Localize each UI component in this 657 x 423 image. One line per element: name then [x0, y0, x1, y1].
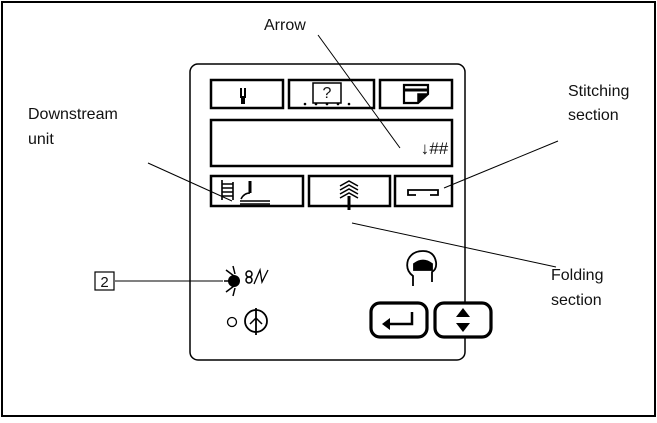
paper-jam-button[interactable] [378, 78, 454, 110]
arrow-leader-line [317, 34, 401, 149]
folding-label-line2: section [551, 292, 602, 309]
help-icon-text: ? [323, 85, 332, 102]
folding-label-line1: Folding [551, 267, 603, 284]
callout-2: 2 [94, 271, 115, 291]
stitching-section-icon [407, 189, 439, 196]
downstream-unit-button[interactable] [209, 174, 305, 208]
display-screen [209, 118, 454, 168]
folding-leader-line [351, 222, 557, 268]
folding-section-button[interactable] [307, 174, 392, 210]
error-indicator-icon [224, 265, 269, 297]
downstream-label-line2: unit [28, 131, 54, 148]
enter-key[interactable] [369, 301, 429, 339]
stitching-label-line2: section [568, 107, 619, 124]
callout-number: 2 [100, 274, 108, 291]
up-down-key-icon [456, 308, 470, 332]
power-indicator-icon [226, 308, 268, 335]
wrench-button[interactable] [209, 78, 285, 110]
help-button[interactable]: ? [287, 78, 376, 110]
up-down-key[interactable] [433, 301, 493, 339]
stitching-label-line1: Stitching [568, 83, 629, 100]
downstream-unit-icon [221, 180, 270, 205]
downstream-leader-line [147, 162, 233, 202]
arrow-label: Arrow [264, 17, 306, 34]
panel-frame [189, 63, 466, 361]
wrench-icon [240, 88, 246, 104]
paper-jam-icon [402, 83, 430, 105]
help-screen-icon: ? [303, 82, 351, 106]
stitching-leader-line [443, 140, 559, 189]
display-text: ↓## [421, 139, 449, 158]
operator-icon [406, 250, 438, 286]
enter-key-icon [382, 312, 414, 330]
stitching-section-button[interactable] [393, 174, 454, 208]
folding-section-icon [339, 180, 359, 210]
downstream-label-line1: Downstream [28, 106, 118, 123]
